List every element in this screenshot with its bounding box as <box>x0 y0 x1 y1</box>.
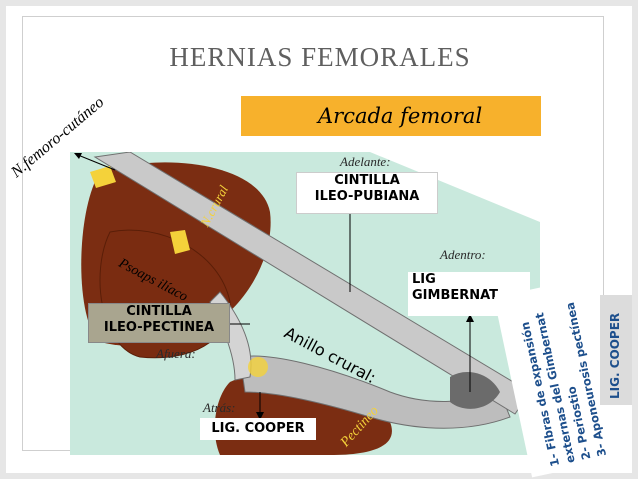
arrow-femorocutaneo <box>74 153 116 171</box>
lateral-cutaneous-nerve-shape <box>90 166 116 188</box>
box-cintilla-ileopectinea-line2: ILEO-PECTINEA <box>103 320 215 335</box>
box-cintilla-ileopectinea-line1: CINTILLA <box>126 304 192 319</box>
lig-cooper-side-panel: LIG. COOPER <box>600 295 632 405</box>
femoral-vessel-glow <box>248 357 268 377</box>
box-lig-cooper: LIG. COOPER <box>200 418 316 440</box>
box-lig-gimbernat-line1: LIG <box>412 272 436 287</box>
label-afuera: Afuera: <box>156 346 196 361</box>
arcada-femoral-banner <box>241 96 541 136</box>
background-white <box>70 152 540 222</box>
lacunar-ligament-region <box>450 372 500 409</box>
arrow-atras-head <box>256 412 264 420</box>
box-cintilla-ileopubiana-line1: CINTILLA <box>334 173 400 188</box>
label-atras: Atrás: <box>203 400 236 415</box>
slide-title: HERNIAS FEMORALES <box>169 42 471 72</box>
box-cintilla-ileopubiana-line2: ILEO-PUBIANA <box>314 189 420 204</box>
box-lig-gimbernat-line2: GIMBERNAT <box>412 288 499 303</box>
label-adelante: Adelante: <box>340 154 391 169</box>
label-adentro: Adentro: <box>440 247 486 262</box>
box-cintilla-ileopubiana: CINTILLA ILEO-PUBIANA <box>296 172 438 214</box>
arcada-femoral-label: Arcada femoral <box>318 104 483 128</box>
box-cintilla-ileopectinea: CINTILLA ILEO-PECTINEA <box>88 303 230 343</box>
lig-cooper-side-label: LIG. COOPER <box>608 312 622 399</box>
pubic-bone <box>239 355 511 429</box>
arrow-adentro-head <box>466 314 474 322</box>
femoral-nerve-shape <box>170 230 190 254</box>
